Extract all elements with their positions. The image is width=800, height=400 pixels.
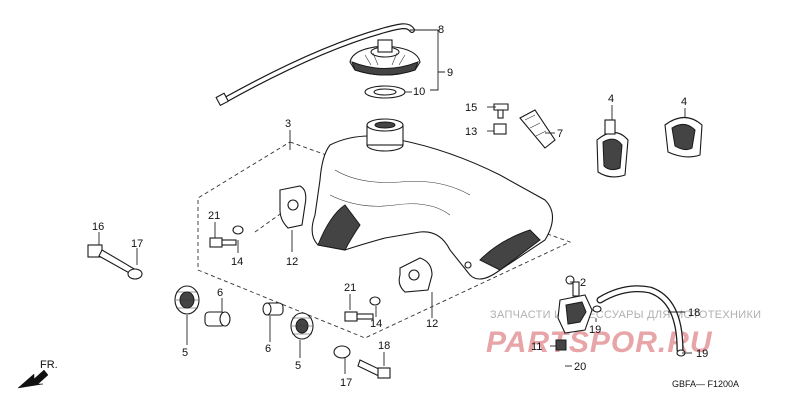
- lower-bolt: [333, 345, 391, 379]
- callout-21-upper: 21: [208, 210, 220, 222]
- callout-8: 8: [438, 24, 444, 36]
- callout-14-upper: 14: [231, 256, 243, 268]
- callout-17-upper: 17: [131, 238, 143, 250]
- callout-6-left: 6: [217, 287, 223, 299]
- callout-4-left: 4: [608, 93, 614, 105]
- leader-lines: [98, 29, 692, 374]
- bolt-upper: [209, 225, 244, 248]
- fuel-sender: [493, 103, 556, 149]
- callout-17-lower: 17: [340, 377, 352, 389]
- callout-12-lower: 12: [426, 318, 438, 330]
- tank-cushion-right: [664, 116, 703, 158]
- bolt-lower: [344, 296, 381, 322]
- callout-19-lower: 19: [696, 348, 708, 360]
- callout-21-lower: 21: [344, 282, 356, 294]
- callout-18-bolt: 18: [378, 340, 390, 352]
- callout-18-hose: 18: [688, 307, 700, 319]
- watermark-brand: PARTSPOR.RU: [486, 326, 713, 359]
- callout-20: 20: [574, 361, 586, 373]
- long-bolt: [87, 244, 143, 280]
- callout-2: 2: [580, 277, 586, 289]
- callout-5-right: 5: [295, 360, 301, 372]
- callout-14-lower: 14: [370, 318, 382, 330]
- watermark-caption: ЗАПЧАСТИ И АКСЕССУАРЫ ДЛЯ МОТОТЕХНИКИ: [490, 309, 761, 321]
- breather-hose: [215, 23, 415, 107]
- collar-left: [204, 311, 231, 327]
- callout-11: 11: [531, 341, 542, 353]
- fuel-hose: [592, 285, 686, 357]
- callout-16: 16: [92, 221, 104, 233]
- callout-12-upper: 12: [286, 256, 298, 268]
- fuel-petcock: [555, 275, 593, 351]
- callout-6-right: 6: [265, 343, 271, 355]
- callout-10: 10: [413, 86, 425, 98]
- mount-bracket-upper: [254, 185, 307, 233]
- cushion-left: [174, 285, 200, 315]
- callout-19-upper: 19: [589, 324, 601, 336]
- collar-right: [262, 302, 284, 316]
- cap-gasket: [364, 85, 406, 99]
- fuel-cap: [349, 39, 421, 76]
- mount-bracket-lower: [398, 257, 433, 293]
- front-direction-indicator: FR.: [17, 359, 58, 389]
- tank-cushion-left: [596, 119, 629, 178]
- fuel-tank: [311, 118, 554, 280]
- callout-9: 9: [447, 67, 453, 79]
- diagram-code: GBFA— F1200A: [672, 379, 739, 389]
- callout-5-left: 5: [182, 347, 188, 359]
- callout-13: 13: [465, 126, 477, 138]
- callout-4-right: 4: [681, 96, 687, 108]
- cushion-right: [290, 312, 314, 340]
- callout-7: 7: [557, 128, 563, 140]
- front-label: FR.: [40, 359, 58, 371]
- callout-3: 3: [285, 118, 291, 130]
- callout-15: 15: [465, 102, 477, 114]
